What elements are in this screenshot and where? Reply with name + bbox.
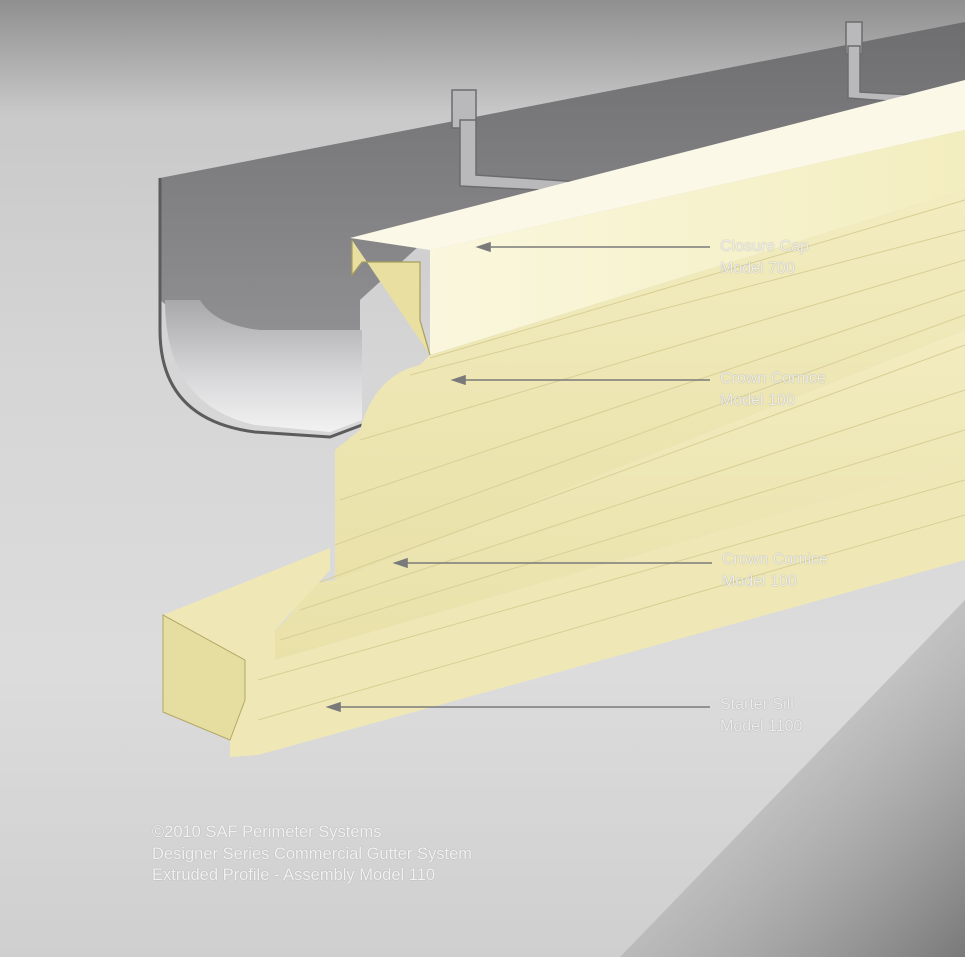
floor-shadow [620,600,965,957]
product-line: Designer Series Commercial Gutter System [152,844,473,863]
copyright-line: ©2010 SAF Perimeter Systems [152,823,382,841]
callout-name: Crown Cornice [722,551,828,568]
crown-cornice-lower [275,330,965,660]
callout-name: Closure Cap [720,238,809,255]
callout-model: Model 100 [720,392,795,409]
callout-starter-sill: Starter Sill Model 1100 [720,694,802,738]
assembly-line: Extruded Profile - Assembly Model 110 [152,866,436,884]
callout-name: Starter Sill [720,696,794,713]
closure-cap-top [350,80,965,250]
closure-cap-front [350,130,965,355]
callout-model: Model 1100 [720,718,803,735]
starter-sill [163,460,965,757]
gutter-edge [158,178,363,439]
leader-lines [325,241,712,713]
callout-name: Crown Cornice [720,370,826,387]
callout-crown-cornice-upper: Crown Cornice Model 100 [720,368,826,412]
callout-crown-cornice-lower: Crown Cornice Model 100 [722,549,828,593]
gutter-back-wall [160,22,965,430]
callout-model: Model 700 [720,260,795,277]
gutter-trough [165,300,362,432]
callout-closure-cap: Closure Cap Model 700 [720,236,809,280]
credits-block: ©2010 SAF Perimeter Systems Designer Ser… [152,822,472,887]
crown-cornice-upper [335,190,965,580]
callout-model: Model 100 [722,573,797,590]
